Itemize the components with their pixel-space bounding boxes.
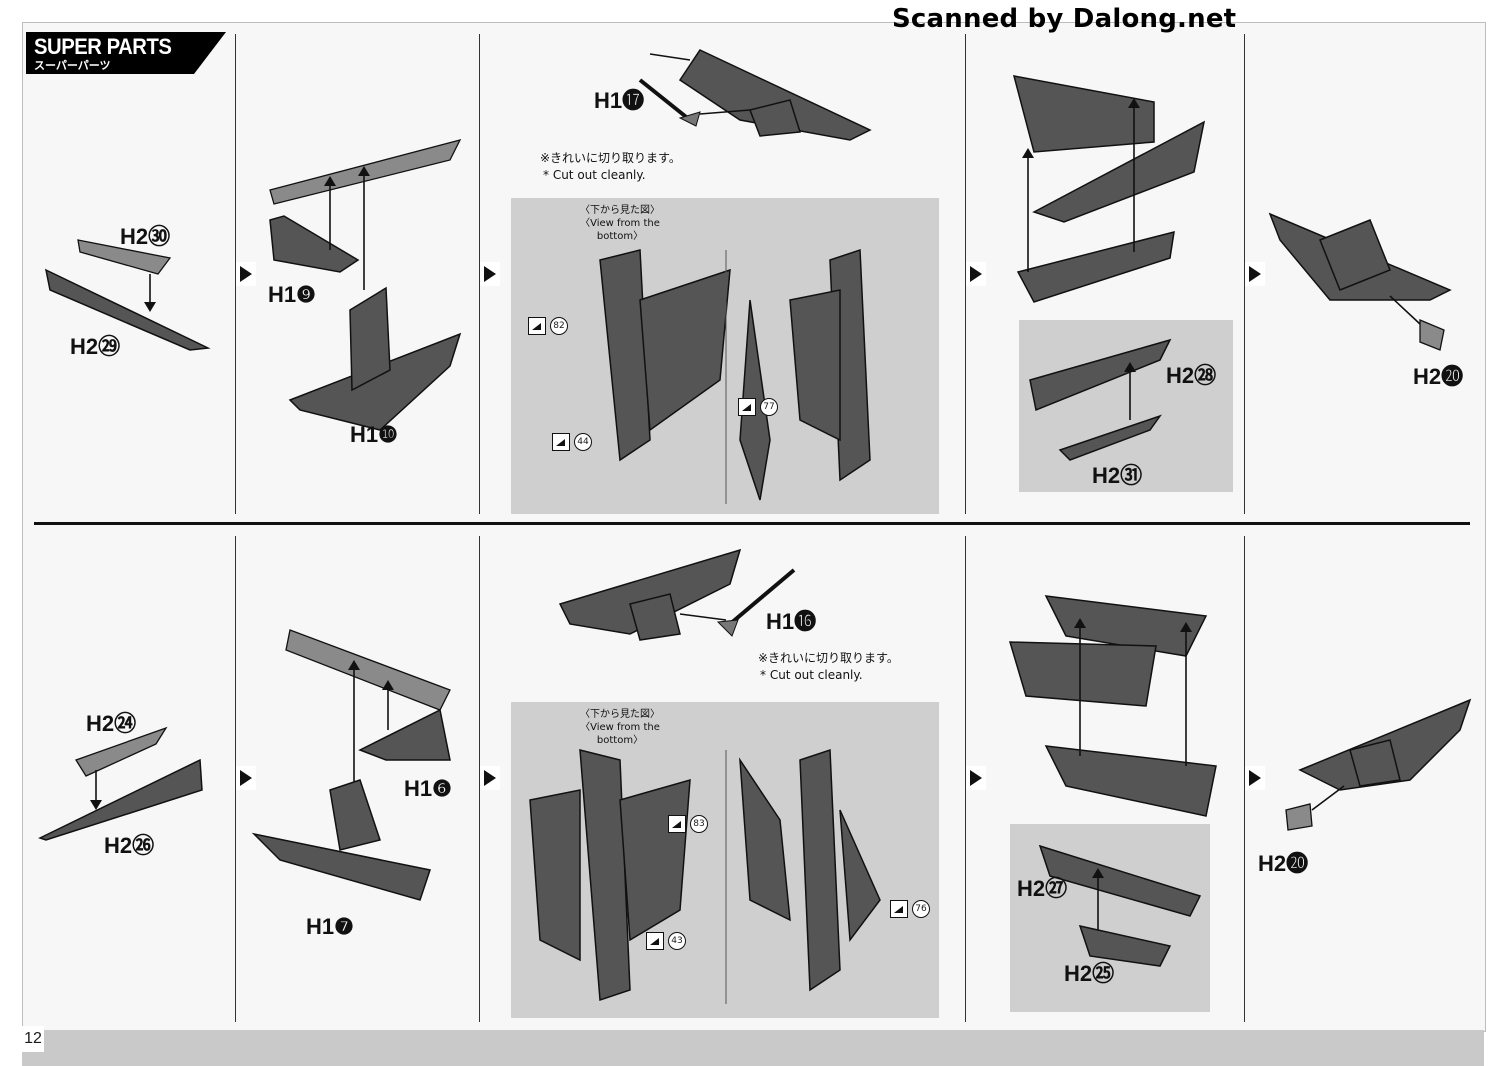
view-caption-en: 〈View from the bottom〉 (580, 218, 660, 242)
part-illustration-bottom-step1 (38, 726, 203, 841)
step-arrow-icon (480, 766, 500, 790)
step-arrow-icon (966, 766, 986, 790)
part-label: H2㉚ (120, 224, 171, 249)
sticker-icon (668, 815, 686, 833)
sticker-icon (552, 433, 570, 451)
step-arrow-icon (480, 262, 500, 286)
sticker-icon (646, 932, 664, 950)
bottom-view-illustration (529, 748, 881, 1004)
divider (965, 34, 966, 514)
bottom-view-illustration (599, 248, 871, 504)
view-caption-en: 〈View from the bottom〉 (580, 722, 660, 746)
sticker-number: 77 (760, 398, 778, 416)
sticker-callout: 83 (668, 815, 708, 833)
part-label: H2㉙ (70, 334, 121, 359)
sticker-icon (890, 900, 908, 918)
cut-note-jp: ※きれいに切り取ります。 (758, 651, 899, 665)
sub-assembly-illustration (1029, 338, 1172, 461)
part-label: H2⓴ (1413, 364, 1464, 389)
sticker-icon (738, 398, 756, 416)
part-label: H1⓱ (594, 88, 645, 113)
sticker-callout: 82 (528, 317, 568, 335)
sticker-number: 82 (550, 317, 568, 335)
divider (479, 34, 480, 514)
sticker-callout: 76 (890, 900, 930, 918)
step-arrow-icon (1245, 766, 1265, 790)
cut-note-en: * Cut out cleanly. (543, 168, 646, 182)
divider (479, 536, 480, 1022)
part-label: H2㉔ (86, 711, 137, 736)
title-jp: スーパーパーツ (34, 59, 111, 72)
part-illustration-bottom-step4 (1008, 595, 1217, 817)
row-separator (34, 522, 1470, 525)
sub-assembly-illustration (1038, 844, 1202, 967)
step-arrow-icon (236, 262, 256, 286)
part-label: H1❾ (268, 282, 316, 307)
cut-note-jp: ※きれいに切り取ります。 (540, 151, 681, 165)
step-arrow-icon (236, 766, 256, 790)
part-illustration-top-step4 (1012, 75, 1206, 303)
divider (235, 34, 236, 514)
sticker-callout: 77 (738, 398, 778, 416)
cut-note-en: * Cut out cleanly. (760, 668, 863, 682)
sticker-callout: 44 (552, 433, 592, 451)
part-illustration-top-step3 (638, 49, 872, 141)
title-en: SUPER PARTS (34, 34, 172, 59)
part-illustration-top-step2 (269, 139, 462, 431)
scan-watermark: Scanned by Dalong.net (892, 4, 1237, 34)
divider (1244, 34, 1245, 514)
sticker-number: 44 (574, 433, 592, 451)
part-illustration-bottom-step5 (1285, 698, 1472, 831)
part-illustration-bottom-step3 (558, 548, 796, 641)
sticker-number: 83 (690, 815, 708, 833)
divider (235, 536, 236, 1022)
sticker-callout: 43 (646, 932, 686, 950)
part-label: H1⓰ (766, 609, 817, 634)
part-label: H2㉖ (104, 833, 155, 858)
section-title: SUPER PARTS スーパーパーツ (26, 32, 226, 74)
sticker-number: 76 (912, 900, 930, 918)
part-label: H1❻ (404, 776, 452, 801)
bottom-strip (22, 1030, 1484, 1066)
part-illustration-top-step5 (1268, 212, 1452, 351)
divider (965, 536, 966, 1022)
part-illustration-bottom-step2 (251, 629, 451, 901)
view-caption-jp: 〈下から見た図〉 (580, 709, 660, 720)
sticker-number: 43 (668, 932, 686, 950)
view-caption: 〈下から見た図〉 〈View from the bottom〉 (560, 708, 680, 747)
view-caption-jp: 〈下から見た図〉 (580, 205, 660, 216)
part-label: H1❼ (306, 914, 354, 939)
divider (1244, 536, 1245, 1022)
part-label: H2㉗ (1017, 876, 1068, 901)
part-illustration-top-step1 (44, 239, 211, 351)
page-number: 12 (22, 1026, 44, 1052)
part-label: H1❿ (350, 422, 398, 447)
sub-assembly-panel (1019, 320, 1233, 492)
part-label: H2㉘ (1166, 363, 1217, 388)
part-label: H2㉛ (1092, 463, 1143, 488)
part-label: H2㉕ (1064, 961, 1115, 986)
sticker-icon (528, 317, 546, 335)
step-arrow-icon (966, 262, 986, 286)
part-label: H2⓴ (1258, 851, 1309, 876)
title-banner (26, 32, 226, 74)
step-arrow-icon (1245, 262, 1265, 286)
view-caption: 〈下から見た図〉 〈View from the bottom〉 (560, 204, 680, 243)
